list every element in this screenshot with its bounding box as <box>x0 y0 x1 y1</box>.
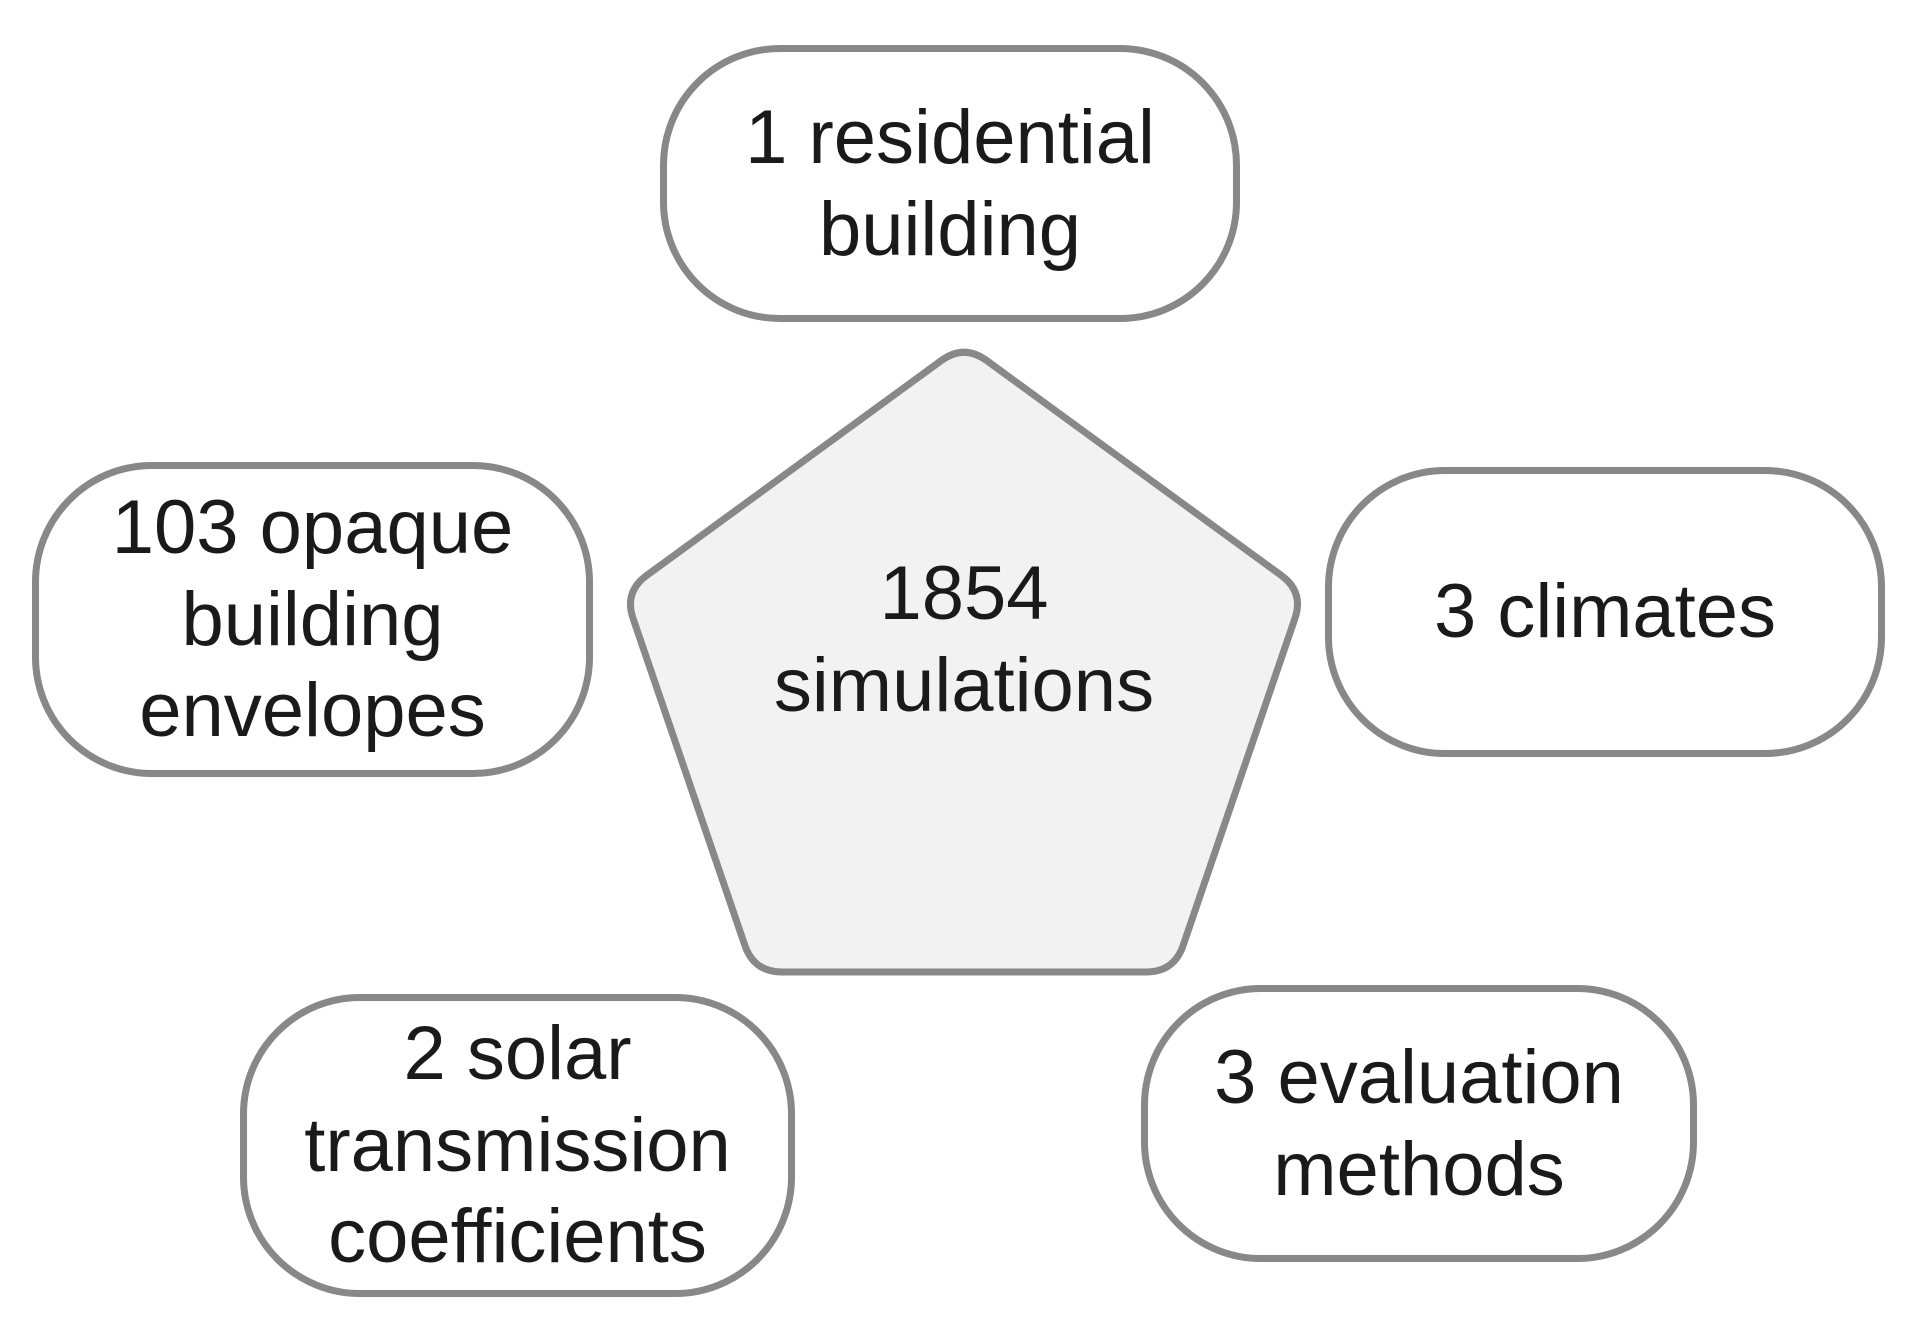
pentagon-label-line: simulations <box>773 642 1155 728</box>
node-label-line: transmission <box>304 1102 731 1188</box>
node-label-line: methods <box>1273 1126 1565 1212</box>
node-label-line: 103 opaque <box>111 484 514 570</box>
pentagon-label: 1854 simulations <box>614 548 1314 732</box>
node-label-line: building <box>819 186 1081 272</box>
pentagon-shape <box>627 348 1301 976</box>
node-label-line: building <box>181 576 444 662</box>
node-label-line: 3 climates <box>1433 569 1777 655</box>
node-solar-transmission-coefficients: 2 solar transmission coefficients <box>240 994 795 1297</box>
node-evaluation-methods: 3 evaluation methods <box>1141 985 1697 1262</box>
node-label-line: envelopes <box>139 668 486 754</box>
node-label-line: 3 evaluation <box>1214 1034 1624 1120</box>
pentagon-label-line: 1854 <box>879 551 1049 636</box>
node-label-line: coefficients <box>328 1194 707 1280</box>
node-climates: 3 climates <box>1325 467 1885 757</box>
node-label-line: 1 residential <box>745 94 1155 180</box>
node-opaque-building-envelopes: 103 opaque building envelopes <box>32 462 593 777</box>
node-residential-building: 1 residential building <box>660 45 1240 322</box>
node-label-line: 2 solar <box>403 1010 632 1096</box>
